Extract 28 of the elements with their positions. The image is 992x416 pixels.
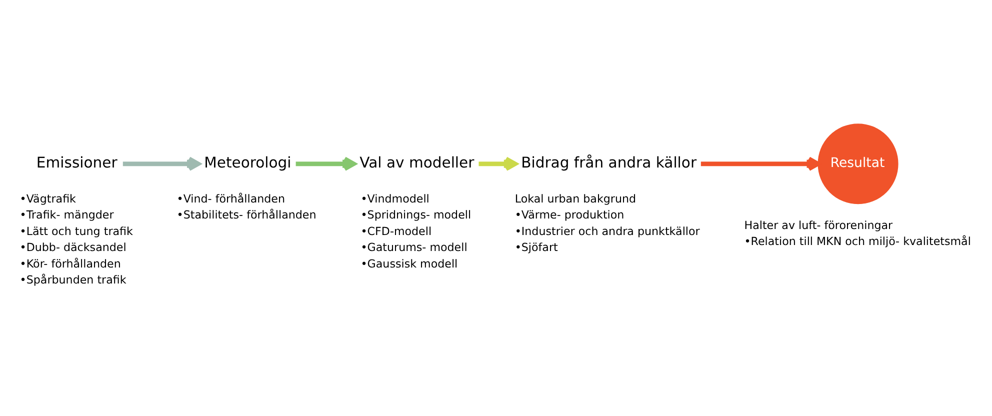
arrow xyxy=(700,156,820,172)
arrow xyxy=(296,156,356,172)
node-label: •Värme- produktion xyxy=(514,208,624,222)
node-label: •Relation till MKN och miljö- kvalitetsmål xyxy=(744,235,971,248)
node-label: •Spårbunden trafik xyxy=(20,274,126,287)
node-label: •CFD-modell xyxy=(360,224,432,238)
node-text: Emissioner xyxy=(36,154,118,172)
node-circle: Resultat xyxy=(818,124,898,204)
node-label: •Spridnings- modell xyxy=(360,208,472,222)
node-label: •Vindmodell xyxy=(360,192,430,206)
node-label: •Trafik- mängder xyxy=(20,208,114,222)
node-label: Lokal urban bakgrund xyxy=(514,192,636,206)
node-text: Val av modeller xyxy=(360,154,474,172)
arrow xyxy=(122,156,201,172)
node-label: •Gaturums- modell xyxy=(360,241,468,254)
node-text: Bidrag från andra källor xyxy=(521,154,697,172)
node-label: •Industrier och andra punktkällor xyxy=(514,224,700,238)
node-label: •Sjöfart xyxy=(514,241,558,254)
node-label: •Dubb- däcksandel xyxy=(20,241,126,254)
node-label: •Vägtrafik xyxy=(20,192,76,206)
node-label: •Kör- förhållanden xyxy=(20,257,121,270)
node-label: •Stabilitets- förhållanden xyxy=(176,208,316,222)
arrow xyxy=(478,156,518,172)
node-text: Meteorologi xyxy=(204,154,292,172)
node-label: Halter av luft- föroreningar xyxy=(744,218,893,232)
node-label: •Lätt och tung trafik xyxy=(20,224,133,238)
node-label: •Vind- förhållanden xyxy=(176,192,286,206)
node-label: •Gaussisk modell xyxy=(360,257,458,270)
